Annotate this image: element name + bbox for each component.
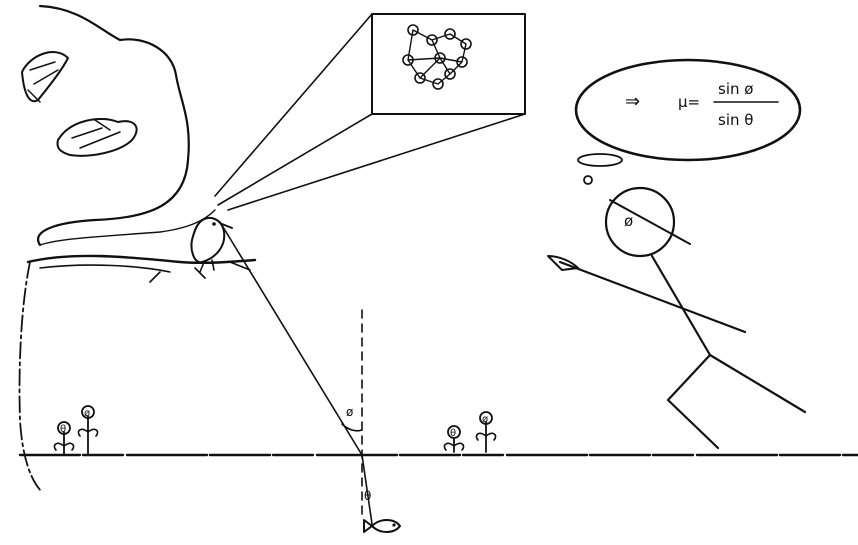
branch xyxy=(26,254,257,265)
equation-lhs: μ= xyxy=(678,93,700,111)
tree-foliage xyxy=(37,4,190,247)
branch-lower xyxy=(39,261,251,283)
light-ray-air xyxy=(219,221,363,456)
head-angle-label: ø xyxy=(624,212,633,230)
plant-label-1: θ xyxy=(60,424,66,435)
equation-numerator: sin ø xyxy=(718,80,753,98)
tree-trunk xyxy=(18,261,43,493)
incidence-angle-label: θ xyxy=(364,489,371,503)
bird-memory-sketch-2 xyxy=(56,118,138,157)
figure-head xyxy=(604,186,676,258)
stick-figure: ø xyxy=(547,186,807,450)
bird xyxy=(190,216,233,273)
light-ray-water xyxy=(361,454,373,525)
plant-label-3: θ xyxy=(450,428,456,439)
plant-4: ø xyxy=(475,411,497,453)
plant-3: θ xyxy=(443,425,465,453)
refraction-angle-label: ø xyxy=(346,405,353,419)
equation-denominator: sin θ xyxy=(718,111,753,129)
thought-bubble: ⇒ μ= sin ø sin θ xyxy=(574,58,802,185)
equation-arrow: ⇒ xyxy=(625,91,640,112)
head-sight-line xyxy=(609,199,691,245)
plant-label-4: ø xyxy=(482,414,488,425)
plant-label-2: ø xyxy=(84,408,90,419)
neural-network xyxy=(402,24,472,90)
incidence-angle-arc xyxy=(341,423,363,432)
fish xyxy=(363,519,401,533)
tree-foliage-inner xyxy=(39,209,216,246)
plant-2: ø xyxy=(77,405,99,456)
plant-1: θ xyxy=(53,421,75,456)
brain-zoom-box xyxy=(214,13,526,211)
bird-memory-sketch-1 xyxy=(21,51,69,103)
